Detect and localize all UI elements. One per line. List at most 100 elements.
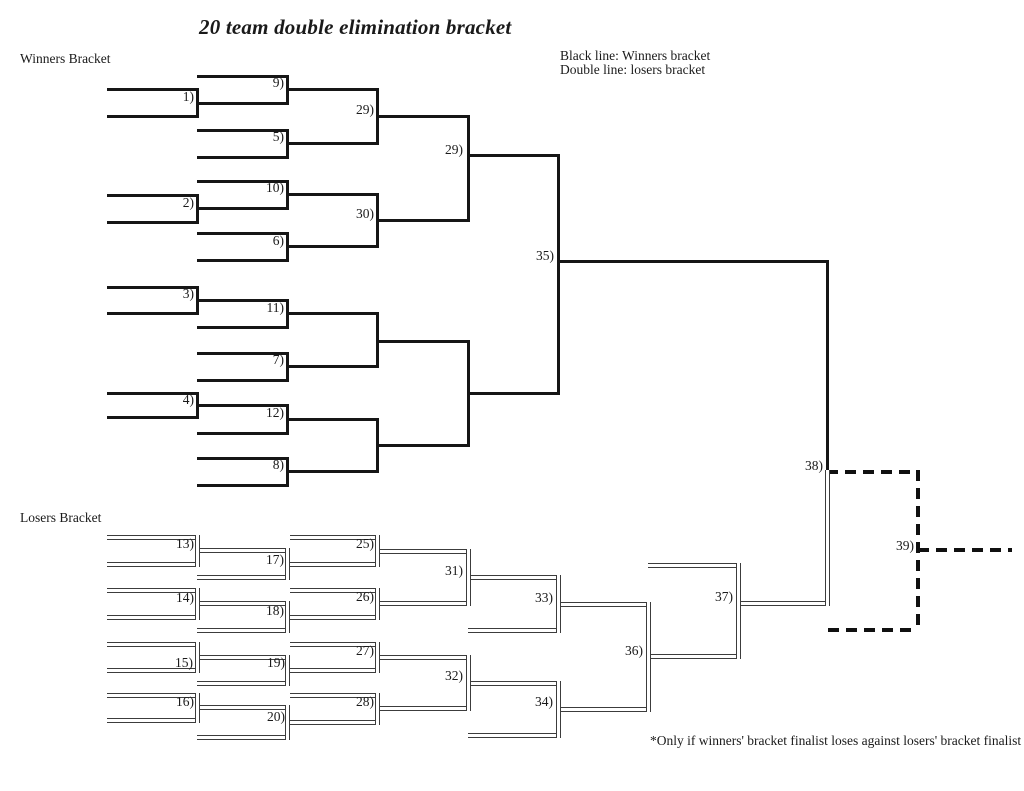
match-label-30: 30) bbox=[356, 206, 374, 221]
winners-bracket-line bbox=[197, 179, 287, 183]
losers-bracket-line bbox=[824, 469, 830, 606]
losers-bracket-line bbox=[107, 641, 197, 647]
losers-bracket-line bbox=[287, 614, 377, 620]
losers-bracket-line bbox=[735, 562, 741, 659]
losers-bracket-line bbox=[558, 706, 648, 712]
grand-final-dashed-line bbox=[828, 628, 918, 632]
legend-losers-line: Double line: losers bracket bbox=[560, 61, 706, 77]
losers-bracket-line bbox=[107, 561, 197, 567]
match-label-33: 33) bbox=[535, 590, 553, 605]
legend: Black line: Winners bracket Double line:… bbox=[560, 49, 710, 77]
match-label-3: 3) bbox=[182, 286, 194, 301]
match-label-25: 25) bbox=[356, 536, 374, 551]
winners-bracket-line bbox=[377, 218, 468, 222]
losers-bracket-line bbox=[194, 534, 200, 567]
losers-bracket-line bbox=[374, 534, 380, 567]
losers-bracket-line bbox=[374, 692, 380, 725]
losers-bracket-line bbox=[377, 548, 468, 554]
match-label-5: 5) bbox=[272, 129, 284, 144]
match-label-28: 28) bbox=[356, 694, 374, 709]
match-label-12: 12) bbox=[266, 405, 284, 420]
winners-bracket-line bbox=[107, 391, 197, 395]
winners-bracket-line bbox=[197, 351, 287, 355]
page-title: 20 team double elimination bracket bbox=[199, 15, 512, 39]
match-label-14: 14) bbox=[176, 590, 194, 605]
losers-bracket-line bbox=[197, 704, 287, 710]
winners-bracket-line bbox=[197, 231, 287, 235]
winners-bracket-line bbox=[107, 415, 197, 419]
losers-bracket-line bbox=[465, 654, 471, 711]
match-label-39: 39) bbox=[896, 538, 914, 553]
winners-bracket-line bbox=[558, 259, 827, 263]
winners-bracket-line bbox=[287, 87, 377, 91]
losers-bracket-line bbox=[468, 732, 558, 738]
losers-bracket-line bbox=[290, 641, 377, 647]
winners-bracket-line bbox=[197, 74, 287, 78]
losers-bracket-line bbox=[107, 587, 197, 593]
winners-bracket-line bbox=[377, 339, 468, 343]
winners-bracket-line bbox=[197, 483, 287, 487]
losers-bracket-line bbox=[645, 601, 651, 712]
losers-bracket-line bbox=[194, 641, 200, 673]
grand-final-dashed-line bbox=[827, 470, 918, 474]
winners-bracket-line bbox=[287, 141, 377, 145]
losers-bracket-line bbox=[284, 704, 290, 740]
losers-bracket-line bbox=[290, 587, 377, 593]
winners-bracket-line bbox=[287, 469, 377, 473]
footnote: *Only if winners' bracket finalist loses… bbox=[650, 733, 1022, 748]
match-label-29-semifinal: 29) bbox=[445, 142, 463, 157]
losers-bracket-line bbox=[555, 574, 561, 633]
match-label-35: 35) bbox=[536, 248, 554, 263]
match-label-9: 9) bbox=[272, 75, 284, 90]
losers-bracket-line bbox=[197, 600, 287, 606]
winners-bracket-line bbox=[107, 311, 197, 315]
winners-bracket-line bbox=[197, 155, 287, 159]
grand-final-dashed-line bbox=[918, 548, 1012, 552]
match-label-17: 17) bbox=[266, 552, 284, 567]
winners-bracket-line bbox=[468, 391, 558, 395]
losers-bracket-line bbox=[287, 667, 377, 673]
losers-bracket-line bbox=[290, 692, 377, 698]
match-label-34: 34) bbox=[535, 694, 553, 709]
winners-bracket-line bbox=[287, 417, 377, 421]
match-label-37: 37) bbox=[715, 589, 733, 604]
winners-bracket-line bbox=[197, 128, 287, 132]
match-label-15: 15) bbox=[175, 655, 193, 670]
losers-bracket-line bbox=[197, 654, 287, 660]
losers-bracket-line bbox=[558, 601, 648, 607]
losers-bracket-line bbox=[648, 653, 738, 659]
losers-bracket-line bbox=[284, 547, 290, 580]
losers-bracket-line bbox=[377, 600, 468, 606]
winners-bracket-line bbox=[556, 153, 560, 395]
losers-bracket-line bbox=[107, 667, 197, 673]
losers-bracket-label: Losers Bracket bbox=[20, 510, 102, 525]
match-label-8: 8) bbox=[272, 457, 284, 472]
winners-bracket-line bbox=[377, 114, 468, 118]
losers-bracket-line bbox=[555, 680, 561, 738]
losers-bracket-line bbox=[287, 561, 377, 567]
losers-bracket-line bbox=[468, 574, 558, 580]
losers-bracket-line bbox=[290, 534, 377, 540]
match-label-27: 27) bbox=[356, 643, 374, 658]
losers-bracket-line bbox=[284, 600, 290, 633]
losers-bracket-line bbox=[107, 717, 197, 723]
losers-bracket-line bbox=[377, 705, 468, 711]
winners-bracket-line bbox=[107, 193, 197, 197]
losers-bracket-line bbox=[107, 614, 197, 620]
match-label-11: 11) bbox=[266, 300, 285, 315]
match-label-19: 19) bbox=[267, 655, 285, 670]
losers-bracket-line bbox=[197, 734, 287, 740]
losers-bracket-line bbox=[194, 587, 200, 620]
match-label-16: 16) bbox=[176, 694, 194, 709]
match-label-1: 1) bbox=[182, 89, 194, 104]
winners-bracket-line bbox=[287, 364, 377, 368]
losers-bracket-line bbox=[107, 692, 197, 698]
match-label-29-round3: 29) bbox=[356, 102, 374, 117]
losers-bracket-line bbox=[377, 654, 468, 660]
match-label-36: 36) bbox=[625, 643, 643, 658]
losers-bracket-line bbox=[197, 627, 287, 633]
losers-bracket-line bbox=[284, 654, 290, 686]
match-label-18: 18) bbox=[266, 603, 284, 618]
match-label-2: 2) bbox=[182, 195, 194, 210]
winners-bracket-line bbox=[197, 206, 287, 210]
